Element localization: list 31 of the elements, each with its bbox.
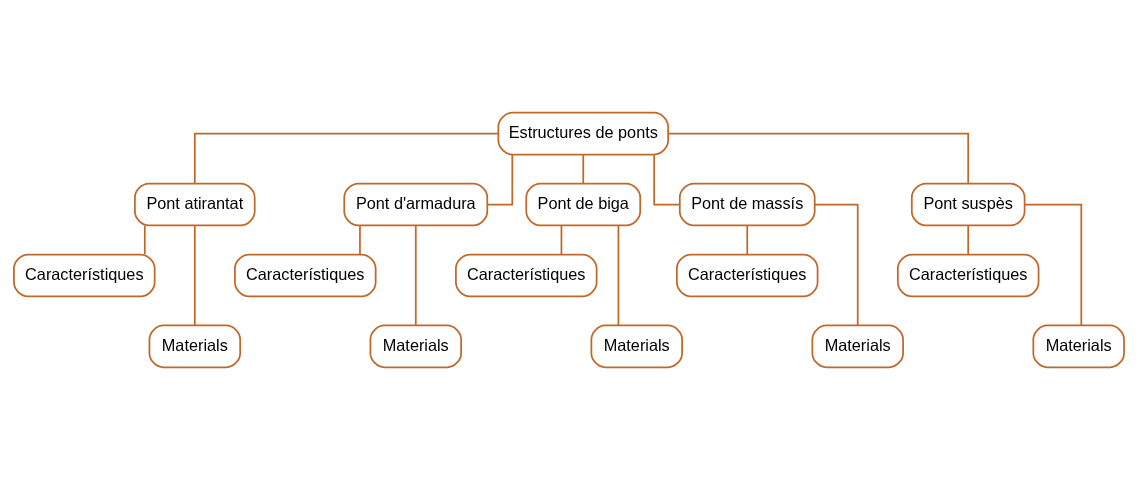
node-box: Materials bbox=[148, 324, 242, 368]
connector bbox=[193, 132, 499, 184]
node-box: Materials bbox=[1032, 324, 1125, 368]
node-box: Característiques bbox=[455, 253, 598, 297]
node-box: Característiques bbox=[13, 253, 156, 297]
connector bbox=[667, 132, 970, 184]
connector bbox=[1023, 203, 1083, 326]
connector bbox=[560, 224, 563, 255]
connector bbox=[746, 224, 749, 255]
connector bbox=[486, 153, 514, 205]
connector bbox=[193, 224, 196, 326]
connector bbox=[814, 203, 859, 326]
connector bbox=[653, 153, 681, 205]
node-box: Pont d'armadura bbox=[343, 182, 489, 226]
node-box: Característiques bbox=[676, 253, 819, 297]
connector bbox=[359, 224, 361, 255]
node-box: Pont de biga bbox=[525, 182, 642, 226]
node-box: Materials bbox=[590, 324, 683, 368]
connector bbox=[617, 224, 620, 326]
connector bbox=[143, 224, 146, 255]
connector bbox=[582, 153, 585, 184]
node-box: Pont de massís bbox=[678, 182, 816, 226]
node-box: Característiques bbox=[896, 253, 1040, 297]
connector bbox=[414, 224, 417, 326]
node-box: Materials bbox=[811, 324, 904, 368]
node-box: Característiques bbox=[234, 253, 377, 297]
connector bbox=[967, 224, 970, 255]
node-box: Estructures de ponts bbox=[497, 111, 669, 155]
node-box: Pont atirantat bbox=[134, 182, 256, 226]
node-box: Materials bbox=[369, 324, 462, 368]
node-box: Pont suspès bbox=[910, 182, 1026, 226]
